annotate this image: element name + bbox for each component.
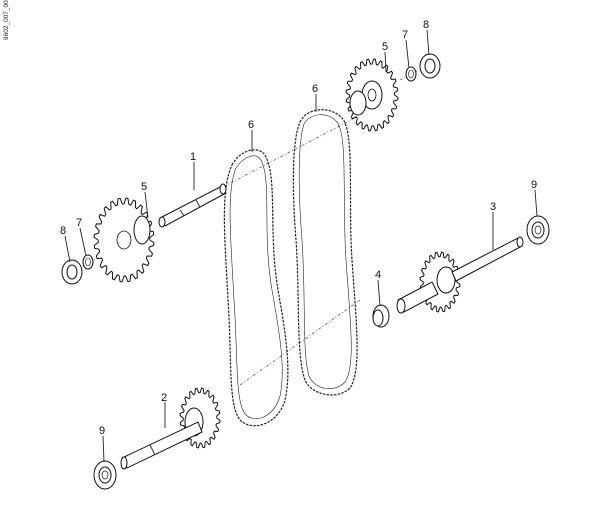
sprocket-upper-right	[345, 58, 399, 132]
callout-9-left: 9	[99, 425, 105, 437]
leader-lines	[64, 29, 538, 463]
callout-8-left: 8	[60, 225, 66, 237]
bearing-9-left	[93, 460, 117, 490]
callout-7-left: 7	[76, 217, 82, 229]
chain-left	[223, 149, 289, 427]
callout-5-left: 5	[141, 181, 147, 193]
callout-3: 3	[490, 201, 496, 213]
shaft-1	[158, 183, 227, 228]
callout-5-upper: 5	[382, 41, 388, 53]
callout-9-right: 9	[531, 179, 537, 191]
callout-1: 1	[190, 151, 196, 163]
callout-4: 4	[375, 269, 381, 281]
bearing-8-left	[61, 259, 83, 285]
bearing-9-right	[526, 215, 550, 245]
callout-6-right: 6	[312, 83, 318, 95]
callout-6-left: 6	[248, 119, 254, 131]
shaft-2	[120, 421, 203, 470]
callout-8-upper: 8	[423, 19, 429, 31]
sprocket-right-lower	[419, 251, 461, 313]
chain-right	[292, 109, 358, 396]
washer-7-upper	[405, 66, 417, 82]
callout-2: 2	[161, 392, 167, 404]
bushing-4	[372, 304, 390, 328]
washer-7-left	[82, 254, 94, 270]
shaft-3	[396, 236, 524, 314]
callout-7-upper: 7	[402, 29, 408, 41]
sprocket-left	[93, 197, 155, 283]
bearing-8-upper	[419, 53, 441, 79]
axis-line-upper	[159, 109, 371, 221]
axis-line-lower	[239, 299, 361, 386]
drawing-code: 9602_007_00	[3, 0, 10, 40]
